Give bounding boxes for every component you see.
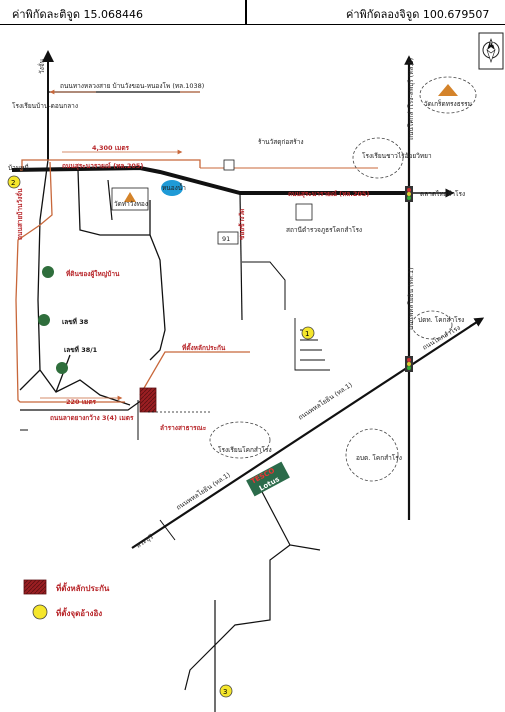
to-khoksam-label: ถนนโคกสำโรง (421, 324, 462, 352)
road-1038-label: ถนนทางหลวงสาย บ้านวังขอน-หนองโพ (ทล.1038… (60, 82, 204, 90)
collateral-plot (139, 387, 157, 413)
marker-2-label: 2 (11, 179, 15, 187)
legend-marker-label: ที่ตั้งจุดอ้างอิง (56, 607, 102, 619)
tesco-lotus-sign (246, 461, 290, 497)
road-khok-samrong-label: ถนนโคกสำโรง-ลพบุรี (ทล.1) (407, 58, 415, 140)
school-left-label: โรงเรียนบ้าน-ดอนกลาง (12, 102, 78, 110)
legend-collateral-label: ที่ตั้งหลักประกัน (56, 582, 110, 593)
traffic-light-icon (405, 186, 413, 202)
longitude-label: ค่าพิกัดลองจิจูด 100.679507 (346, 8, 490, 21)
legend-collateral-swatch (23, 579, 47, 595)
plot-38-1-label: เลขที่ 38/1 (64, 344, 98, 354)
road-phahon-diag-lower-label: ถนนพหลโยธิน (ทล.1) (175, 471, 232, 512)
marker-1 (301, 326, 315, 340)
marker-3 (219, 684, 233, 698)
school-khok-label: โรงเรียนโคกสำโรง (218, 446, 272, 454)
wat-label: วัดท่าวังทอง (114, 200, 148, 208)
marker-3-label: 3 (223, 688, 227, 696)
traffic-light-icon (405, 356, 413, 372)
canal-label: ลำรางสาธารณะ (160, 424, 207, 432)
lane-mid-label: ซอยข้างวัด (237, 209, 246, 240)
pond-label: หนองน้ำ (162, 183, 186, 192)
width-lane-label: ถนนลาดยางกว้าง 3(4) เมตร (50, 413, 134, 422)
pond-icon (161, 180, 183, 196)
temple-right-label: วัดเกร็ดทรงธรรม (424, 99, 472, 108)
legend: ที่ตั้งหลักประกัน ที่ตั้งจุดอ้างอิง (23, 579, 110, 620)
district-label: อบต. โคกสำโรง (356, 454, 402, 462)
collateral-label: ที่ตั้งหลักประกัน (182, 342, 226, 352)
road-phahon-east-label: ถนนพหลโยธิน (ทล.1) (407, 267, 415, 330)
road-phahon-diag-upper-label: ถนนพหลโยธิน (ทล.1) (297, 381, 354, 422)
road-phahon-diagonal (131, 319, 481, 549)
road-205-west-label: ถนนสุระนารายณ์ (ทล.205) (62, 162, 143, 170)
to-bannong-label: บ้านหนี่ (8, 163, 30, 172)
road-205-east-label: ถนนสุระนารายณ์ (ทล.205) (288, 190, 369, 198)
distance-4300-label: 4,300 เมตร (92, 144, 130, 152)
land-plot-1-label: ที่ดินของผู้ใหญ่บ้าน (66, 268, 120, 279)
tree-icon (42, 266, 54, 278)
coordinate-header: ค่าพิกัดละติจูด 15.068446 ค่าพิกัดลองจิจ… (0, 0, 505, 25)
pdo-label: ปตท. โคกสำโรง (418, 316, 464, 324)
temple-icon (419, 76, 477, 114)
temple-icon (111, 187, 149, 211)
distance-220-label: 220 เมตร (66, 398, 97, 406)
landmark-box (217, 231, 239, 245)
to-tak-label: ตลาดไทยสำโรง (420, 190, 465, 198)
market-91-label: 91 (222, 235, 230, 243)
landmark-box (223, 159, 235, 171)
road-vertical-left-label: ถนนสายบ้านวังจั่น (14, 188, 24, 240)
school-right-label: โรงเรียนชาวไร่อ้อยวิทยา (362, 152, 432, 160)
to-wangchun-label: วังจั่น (37, 58, 46, 74)
legend-marker-swatch (32, 604, 48, 620)
landmark-box-label: ร้านวัสดุก่อสร้าง (258, 138, 304, 146)
latitude-label: ค่าพิกัดละติจูด 15.068446 (12, 8, 143, 21)
marker-2 (7, 175, 21, 189)
police-label: สถานีตำรวจภูธรโคกสำโรง (286, 226, 362, 234)
plot-38-label: เลขที่ 38 (62, 316, 89, 326)
tree-icon (38, 314, 50, 326)
police-building (295, 203, 313, 221)
north-arrow-icon: N (478, 32, 504, 70)
svg-text:N: N (490, 41, 494, 47)
header-divider (245, 0, 247, 24)
tree-icon (56, 362, 68, 374)
marker-1-label: 1 (305, 330, 309, 338)
road-205 (11, 165, 405, 195)
